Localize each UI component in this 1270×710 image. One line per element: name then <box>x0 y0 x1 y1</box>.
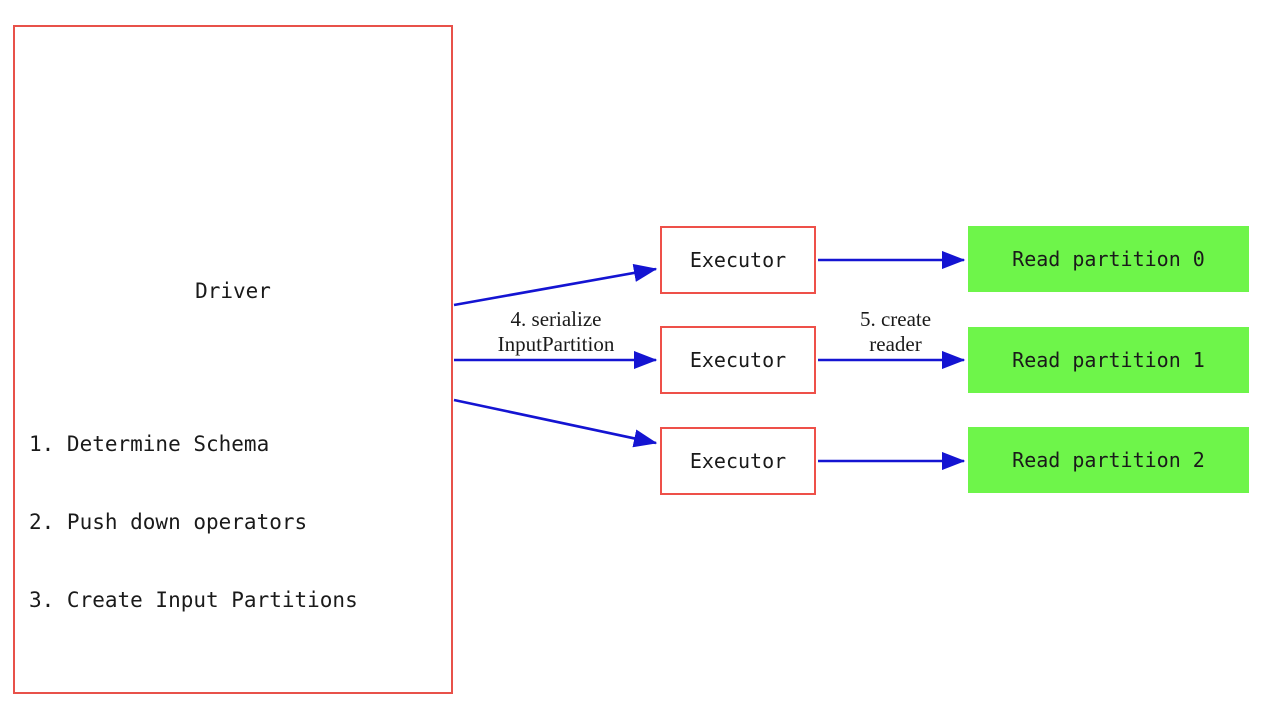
partition-box-0: Read partition 0 <box>968 226 1249 292</box>
driver-step-1: 1. Determine Schema <box>29 432 270 456</box>
driver-step-list: 1. Determine Schema 2. Push down operato… <box>29 379 358 665</box>
executor-box-1: Executor <box>660 226 816 294</box>
edge-label-create-reader: 5. create reader <box>859 307 932 356</box>
arrow-driver-to-executor-1 <box>453 263 658 307</box>
executor-box-2: Executor <box>660 326 816 394</box>
driver-step-2: 2. Push down operators <box>29 510 308 534</box>
driver-title: Driver <box>195 279 271 303</box>
edge-label-serialize: 4. serialize InputPartition <box>497 307 615 356</box>
arrow-driver-to-executor-3 <box>453 398 658 448</box>
partition-box-1: Read partition 1 <box>968 327 1249 393</box>
driver-step-3: 3. Create Input Partitions <box>29 588 358 612</box>
partition-box-2: Read partition 2 <box>968 427 1249 493</box>
driver-box: Driver 1. Determine Schema 2. Push down … <box>13 25 453 694</box>
executor-box-3: Executor <box>660 427 816 495</box>
